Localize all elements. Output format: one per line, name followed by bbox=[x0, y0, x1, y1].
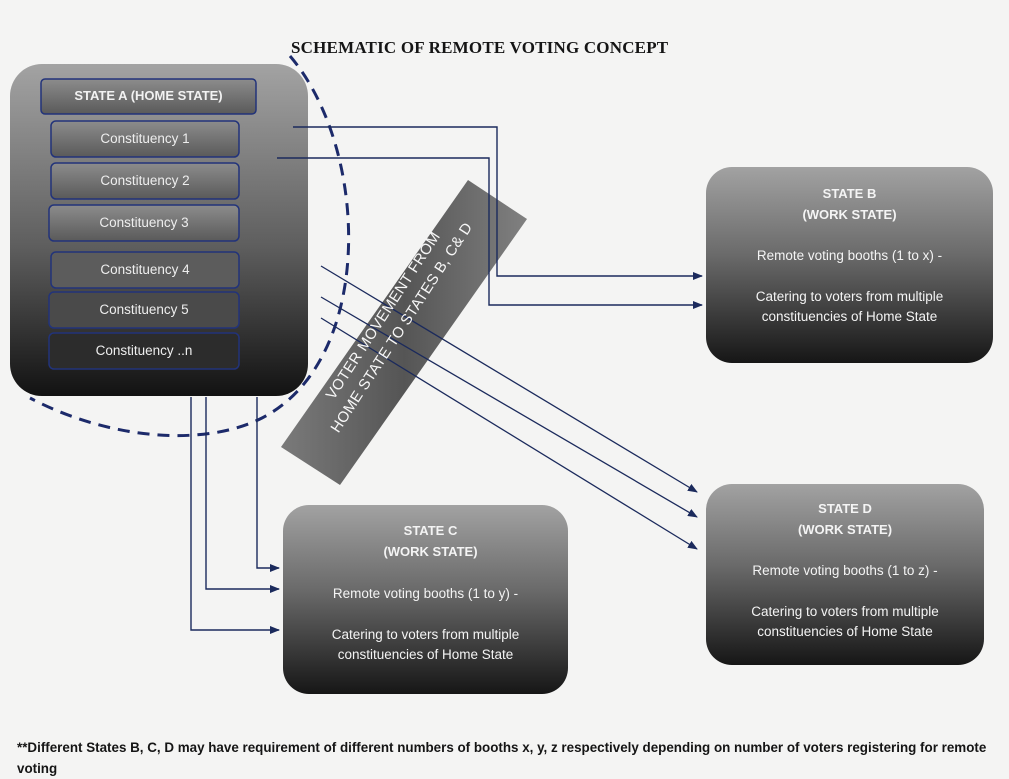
constituency-4-label: Constituency 4 bbox=[100, 262, 190, 277]
state-c-box bbox=[283, 505, 568, 694]
constituency-box-4 bbox=[50, 251, 240, 289]
state-d-box bbox=[706, 484, 984, 665]
arrow-to-state-c-1 bbox=[256, 397, 280, 572]
arrow-to-state-d-1 bbox=[320, 265, 698, 493]
arrow-to-state-c-2 bbox=[205, 397, 280, 593]
home-state-title: STATE A (HOME STATE) bbox=[74, 88, 223, 103]
state-b-booths: Remote voting booths (1 to x) - bbox=[756, 248, 943, 263]
constituency-box-n bbox=[48, 332, 240, 370]
home-state-title-box bbox=[40, 78, 257, 115]
constituency-5-label: Constituency 5 bbox=[99, 302, 189, 317]
constituency-box-3 bbox=[48, 204, 240, 242]
state-c-catering-2: constituencies of Home State bbox=[337, 647, 514, 662]
constituency-3-label: Constituency 3 bbox=[99, 215, 189, 230]
arrow-to-state-d-2 bbox=[320, 296, 698, 518]
state-d-subtitle: (WORK STATE) bbox=[797, 522, 893, 537]
state-c-subtitle: (WORK STATE) bbox=[383, 544, 478, 559]
state-c-booths: Remote voting booths (1 to y) - bbox=[332, 586, 519, 601]
state-d-catering-1: Catering to voters from multiple bbox=[751, 604, 939, 619]
state-d-booths: Remote voting booths (1 to z) - bbox=[752, 563, 938, 578]
constituency-box-1 bbox=[50, 120, 240, 158]
arrow-to-state-c-3 bbox=[190, 397, 280, 634]
state-b-subtitle: (WORK STATE) bbox=[802, 207, 897, 222]
state-b-catering-1: Catering to voters from multiple bbox=[755, 289, 944, 304]
state-d-catering-2: constituencies of Home State bbox=[757, 624, 933, 639]
constituency-box-5 bbox=[48, 291, 240, 329]
state-b-name: STATE B bbox=[822, 186, 877, 201]
state-b-box bbox=[706, 167, 993, 363]
footnote: **Different States B, C, D may have requ… bbox=[17, 740, 987, 776]
state-b-catering-2: constituencies of Home State bbox=[761, 309, 938, 324]
constituency-box-2 bbox=[50, 162, 240, 200]
constituency-1-label: Constituency 1 bbox=[100, 131, 190, 146]
state-c-catering-1: Catering to voters from multiple bbox=[331, 627, 520, 642]
home-state-boundary-arc bbox=[29, 55, 351, 437]
arrow-to-state-b-2 bbox=[277, 157, 703, 309]
state-c-name: STATE C bbox=[403, 523, 458, 538]
constituency-n-label: Constituency ..n bbox=[95, 343, 193, 358]
constituency-2-label: Constituency 2 bbox=[100, 173, 190, 188]
arrow-to-state-b-1 bbox=[293, 126, 703, 280]
state-d-name: STATE D bbox=[818, 501, 872, 516]
arrow-to-state-d-3 bbox=[320, 317, 698, 550]
voter-movement-band bbox=[281, 180, 527, 485]
diagram-title: SCHEMATIC OF REMOTE VOTING CONCEPT bbox=[291, 38, 669, 57]
